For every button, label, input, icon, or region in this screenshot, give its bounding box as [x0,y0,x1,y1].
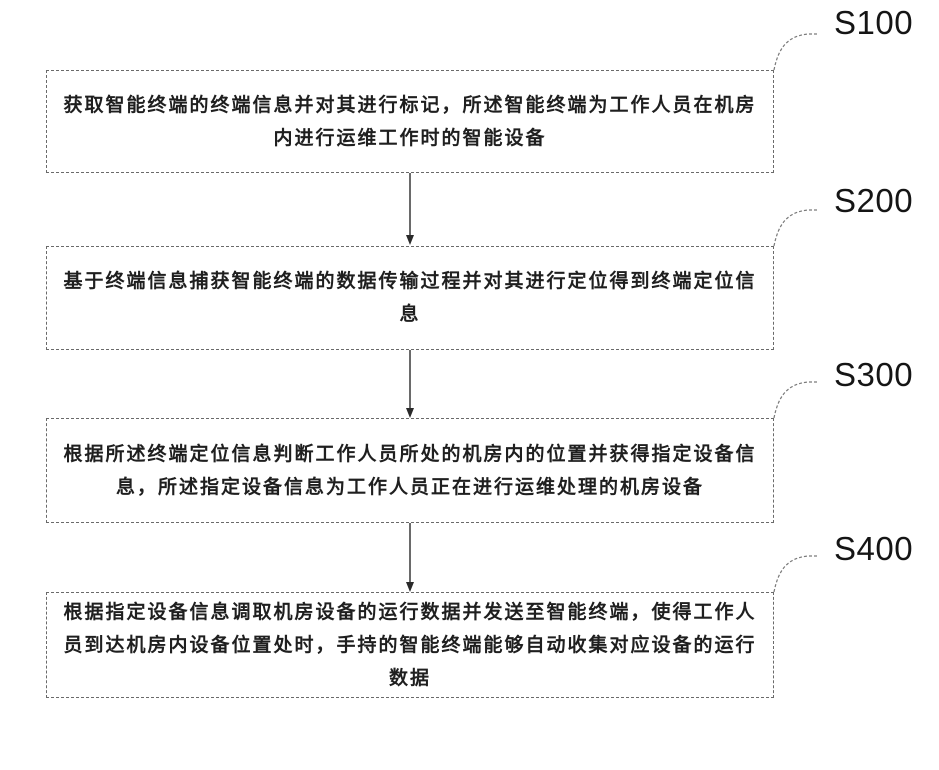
step-text-s300: 根据所述终端定位信息判断工作人员所处的机房内的位置并获得指定设备信息，所述指定设… [61,438,759,504]
step-box-s100: 获取智能终端的终端信息并对其进行标记，所述智能终端为工作人员在机房内进行运维工作… [46,70,774,173]
leader-curve-s100 [774,34,818,70]
step-text-s100: 获取智能终端的终端信息并对其进行标记，所述智能终端为工作人员在机房内进行运维工作… [61,89,759,155]
step-text-s400: 根据指定设备信息调取机房设备的运行数据并发送至智能终端，使得工作人员到达机房内设… [61,596,759,695]
step-label-s300: S300 [834,356,913,394]
leader-curve-s300 [774,382,818,418]
step-box-s200: 基于终端信息捕获智能终端的数据传输过程并对其进行定位得到终端定位信息 [46,246,774,350]
leader-curve-s400 [774,556,818,592]
step-label-s400: S400 [834,530,913,568]
step-text-s200: 基于终端信息捕获智能终端的数据传输过程并对其进行定位得到终端定位信息 [61,265,759,331]
step-label-s200: S200 [834,182,913,220]
step-label-s100: S100 [834,4,913,42]
step-box-s400: 根据指定设备信息调取机房设备的运行数据并发送至智能终端，使得工作人员到达机房内设… [46,592,774,698]
leader-curve-s200 [774,210,818,246]
step-box-s300: 根据所述终端定位信息判断工作人员所处的机房内的位置并获得指定设备信息，所述指定设… [46,418,774,523]
